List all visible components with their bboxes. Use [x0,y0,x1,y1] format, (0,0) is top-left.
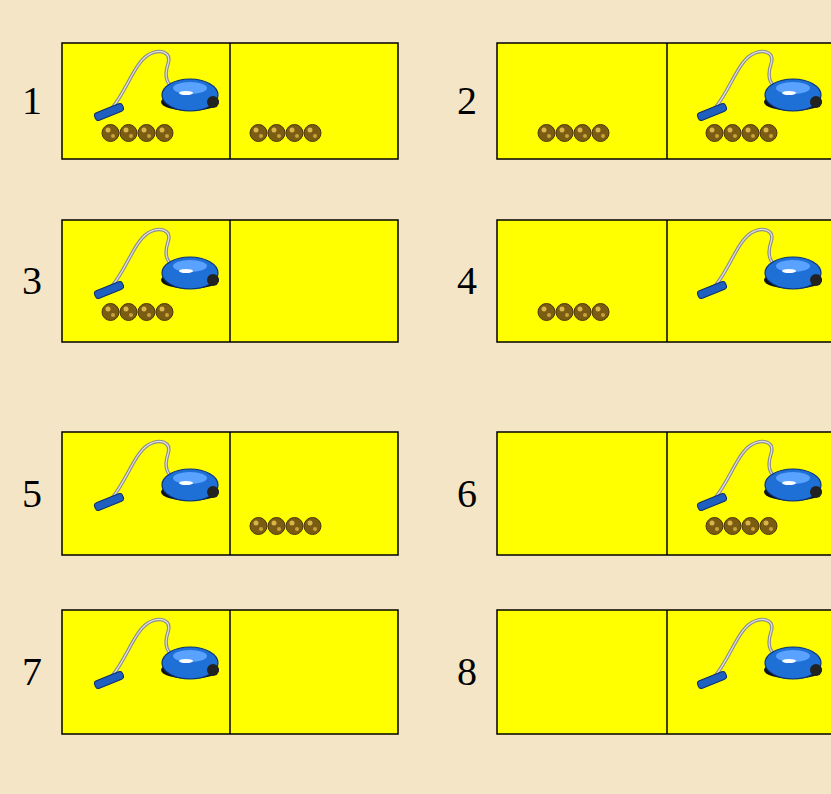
state-number: 3 [22,261,42,301]
state-number: 1 [22,81,42,121]
state-box: 6 [497,432,831,555]
state-number: 5 [22,474,42,514]
state-box: 7 [62,610,398,734]
state-box: 5 [62,432,398,555]
state-number: 2 [457,81,477,121]
state-number: 7 [22,652,42,692]
state-box: 1 [62,43,398,159]
state-number: 4 [457,261,477,301]
state-number: 6 [457,474,477,514]
state-box: 3 [62,220,398,342]
state-box: 8 [497,610,831,734]
state-number: 8 [457,652,477,692]
state-box: 2 [497,43,831,159]
state-box: 4 [497,220,831,342]
